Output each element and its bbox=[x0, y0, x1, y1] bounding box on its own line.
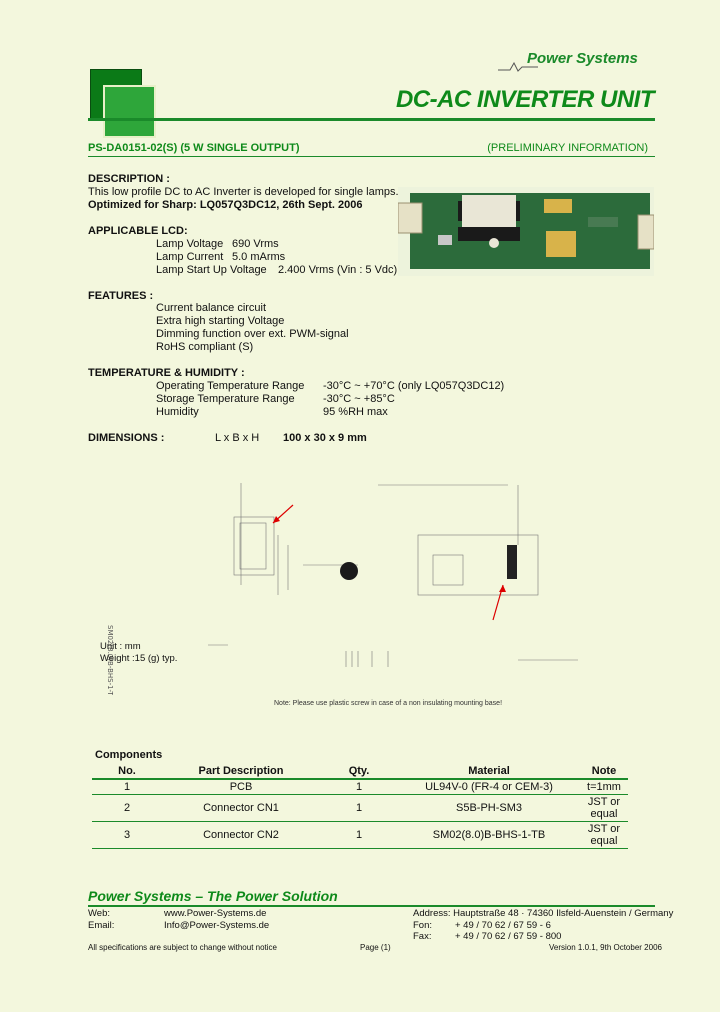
temp-operating-value: -30°C ~ +70°C (only LQ057Q3DC12) bbox=[323, 380, 505, 392]
product-photo bbox=[398, 187, 654, 276]
table-row: 1 PCB 1 UL94V-0 (FR-4 or CEM-3) t=1mm bbox=[92, 779, 628, 795]
drawing-unit: Unit : mm bbox=[100, 641, 141, 652]
humidity-label: Humidity bbox=[156, 406, 199, 418]
description-optimized: Optimized for Sharp: LQ057Q3DC12, 26th S… bbox=[88, 199, 363, 211]
feature-item: Dimming function over ext. PWM-signal bbox=[156, 328, 349, 340]
description-text: This low profile DC to AC Inverter is de… bbox=[88, 186, 399, 198]
dimensions-heading: DIMENSIONS : bbox=[88, 432, 165, 444]
lcd-heading: APPLICABLE LCD: bbox=[88, 225, 188, 237]
email-label: Email: bbox=[88, 920, 115, 931]
cell: 1 bbox=[320, 779, 398, 795]
components-title: Components bbox=[95, 749, 163, 761]
cell: SM02(8.0)B-BHS-1-TB bbox=[398, 821, 580, 849]
cell: Connector CN1 bbox=[162, 794, 320, 822]
lcd-lamp-voltage-value: 690 Vrms bbox=[232, 238, 279, 250]
drawing-note: Note: Please use plastic screw in case o… bbox=[274, 700, 503, 707]
col-header: Material bbox=[398, 764, 580, 780]
col-header: Note bbox=[580, 764, 628, 780]
cell: JST or equal bbox=[580, 794, 628, 822]
feature-item: Extra high starting Voltage bbox=[156, 315, 285, 327]
disclaimer: All specifications are subject to change… bbox=[88, 943, 277, 952]
components-table: No. Part Description Qty. Material Note … bbox=[92, 764, 628, 849]
temp-operating-label: Operating Temperature Range bbox=[156, 380, 305, 392]
phone-label: Fon: bbox=[413, 920, 433, 931]
lcd-startup-voltage-value: 2.400 Vrms (Vin : 5 Vdc) bbox=[278, 264, 398, 276]
page-title: DC-AC INVERTER UNIT bbox=[395, 86, 655, 113]
temp-storage-value: -30°C ~ +85°C bbox=[323, 393, 395, 405]
dimensions-label: L x B x H bbox=[215, 432, 260, 444]
address: Address: Hauptstraße 48 · 74360 Ilsfeld-… bbox=[413, 908, 674, 919]
feature-item: Current balance circuit bbox=[156, 302, 267, 314]
web-link[interactable]: www.Power-Systems.de bbox=[164, 908, 267, 919]
lcd-lamp-current-value: 5.0 mArms bbox=[232, 251, 286, 263]
title-divider bbox=[88, 118, 655, 121]
email-link[interactable]: Info@Power-Systems.de bbox=[164, 920, 270, 931]
lcd-startup-voltage-label: Lamp Start Up Voltage bbox=[156, 264, 267, 276]
cell: 1 bbox=[92, 779, 162, 795]
version: Version 1.0.1, 9th October 2006 bbox=[549, 943, 662, 952]
lcd-lamp-current-label: Lamp Current bbox=[156, 251, 224, 263]
dimensions-value: 100 x 30 x 9 mm bbox=[283, 432, 367, 444]
svg-text:SM02(8.0)B-BHS-1-TB (JST): SM02(8.0)B-BHS-1-TB (JST) bbox=[106, 625, 114, 695]
footer-slogan: Power Systems – The Power Solution bbox=[88, 888, 338, 904]
brand-logo: Power Systems bbox=[527, 50, 638, 67]
col-header: No. bbox=[92, 764, 162, 780]
cell: Connector CN2 bbox=[162, 821, 320, 849]
temperature-heading: TEMPERATURE & HUMIDITY : bbox=[88, 367, 245, 379]
description-heading: DESCRIPTION : bbox=[88, 173, 170, 185]
table-row: 2 Connector CN1 1 S5B-PH-SM3 JST or equa… bbox=[92, 794, 628, 822]
feature-item: RoHS compliant (S) bbox=[156, 341, 254, 353]
lcd-lamp-voltage-label: Lamp Voltage bbox=[156, 238, 224, 250]
footer-divider bbox=[88, 905, 655, 907]
table-row: 3 Connector CN2 1 SM02(8.0)B-BHS-1-TB JS… bbox=[92, 821, 628, 849]
cell: 3 bbox=[92, 821, 162, 849]
cell: JST or equal bbox=[580, 821, 628, 849]
fax-value: + 49 / 70 62 / 67 59 - 800 bbox=[455, 931, 562, 942]
phone-value: + 49 / 70 62 / 67 59 - 6 bbox=[455, 920, 551, 931]
cell: 2 bbox=[92, 794, 162, 822]
status-label: (PRELIMINARY INFORMATION) bbox=[487, 142, 648, 154]
web-label: Web: bbox=[88, 908, 111, 919]
features-heading: FEATURES : bbox=[88, 290, 154, 302]
temp-storage-label: Storage Temperature Range bbox=[156, 393, 295, 405]
logo-wave-icon bbox=[498, 62, 538, 72]
cell: t=1mm bbox=[580, 779, 628, 795]
cell: PCB bbox=[162, 779, 320, 795]
page-number: Page (1) bbox=[360, 943, 391, 952]
humidity-value: 95 %RH max bbox=[323, 406, 388, 418]
cell: S5B-PH-SM3 bbox=[398, 794, 580, 822]
mechanical-drawing: SM02(8.0)B-BHS-1-TB (JST) bbox=[106, 483, 578, 695]
cell: 1 bbox=[320, 794, 398, 822]
model-number: PS-DA0151-02(S) (5 W SINGLE OUTPUT) bbox=[88, 142, 300, 154]
fax-label: Fax: bbox=[413, 931, 432, 942]
logo-square-light bbox=[103, 85, 156, 138]
drawing-weight: Weight :15 (g) typ. bbox=[100, 653, 178, 664]
cell: UL94V-0 (FR-4 or CEM-3) bbox=[398, 779, 580, 795]
subtitle-divider bbox=[88, 156, 655, 157]
col-header: Qty. bbox=[320, 764, 398, 780]
col-header: Part Description bbox=[162, 764, 320, 780]
cell: 1 bbox=[320, 821, 398, 849]
